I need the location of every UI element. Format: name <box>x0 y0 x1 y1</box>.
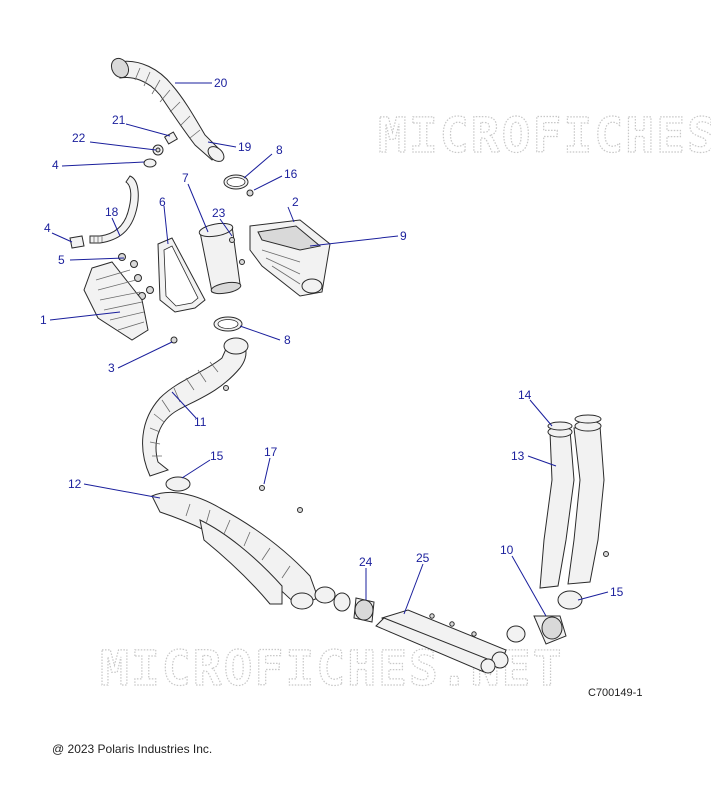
part-hose-clamp-8-upper <box>223 174 249 190</box>
part-clamp-4-lower <box>69 235 85 249</box>
callout-11: 11 <box>194 415 207 429</box>
callout-3: 3 <box>108 361 115 375</box>
part-gasket-6 <box>157 237 206 313</box>
callout-10: 10 <box>500 543 514 557</box>
callout-17: 17 <box>264 445 278 459</box>
drawing-id: C700149-1 <box>588 687 642 699</box>
callout-23: 23 <box>212 206 226 220</box>
callout-14: 14 <box>518 388 532 402</box>
part-fasteners-5 <box>118 253 154 300</box>
callout-18: 18 <box>105 205 119 219</box>
part-clamp-4-upper <box>143 158 157 168</box>
callout-8-lower: 8 <box>284 333 291 347</box>
callout-15-right: 15 <box>610 585 624 599</box>
callout-4-lower: 4 <box>44 221 51 235</box>
part-clamp-15-right <box>557 590 583 610</box>
part-coupler-24 <box>333 592 375 623</box>
part-intake-duct-upper <box>110 57 225 162</box>
part-screw-23 <box>229 237 245 265</box>
callout-5: 5 <box>58 253 65 267</box>
part-hose-clamp-8-lower <box>213 316 243 332</box>
part-twin-tubes-25 <box>375 609 509 674</box>
part-intake-duct-11 <box>142 337 249 477</box>
part-coupler-10 <box>506 615 567 645</box>
callout-25: 25 <box>416 551 430 565</box>
callout-4-upper: 4 <box>52 158 59 172</box>
callout-8-upper: 8 <box>276 143 283 157</box>
callout-19: 19 <box>238 140 252 154</box>
part-screw-3 <box>170 336 178 344</box>
leader-lines <box>49 82 609 617</box>
callout-12: 12 <box>68 477 82 491</box>
part-bolt-17 <box>259 485 303 513</box>
callout-16: 16 <box>284 167 298 181</box>
callout-9: 9 <box>400 229 407 243</box>
callout-1: 1 <box>40 313 47 327</box>
callout-13: 13 <box>511 449 525 463</box>
callout-15-left: 15 <box>210 449 224 463</box>
callout-24: 24 <box>359 555 373 569</box>
callout-21: 21 <box>112 113 126 127</box>
part-air-filter-7 <box>198 222 242 295</box>
part-y-duct-12 <box>151 491 336 610</box>
callout-7: 7 <box>182 171 189 185</box>
callout-20: 20 <box>214 76 228 90</box>
callout-2: 2 <box>292 195 299 209</box>
part-airbox-cover-1 <box>83 261 149 341</box>
part-clamp-15-left <box>165 476 191 492</box>
part-breather-hose-18 <box>89 175 139 244</box>
watermark-top: MICROFICHES.NET <box>378 108 711 164</box>
part-clamps-14 <box>547 414 602 431</box>
callout-22: 22 <box>72 131 86 145</box>
callout-6: 6 <box>159 195 166 209</box>
copyright-notice: @ 2023 Polaris Industries Inc. <box>52 742 213 756</box>
part-airbox-housing <box>249 219 331 297</box>
part-fitting-21 <box>163 131 179 145</box>
part-vertical-ducts-13 <box>539 420 609 589</box>
part-bolt-16 <box>246 189 254 197</box>
